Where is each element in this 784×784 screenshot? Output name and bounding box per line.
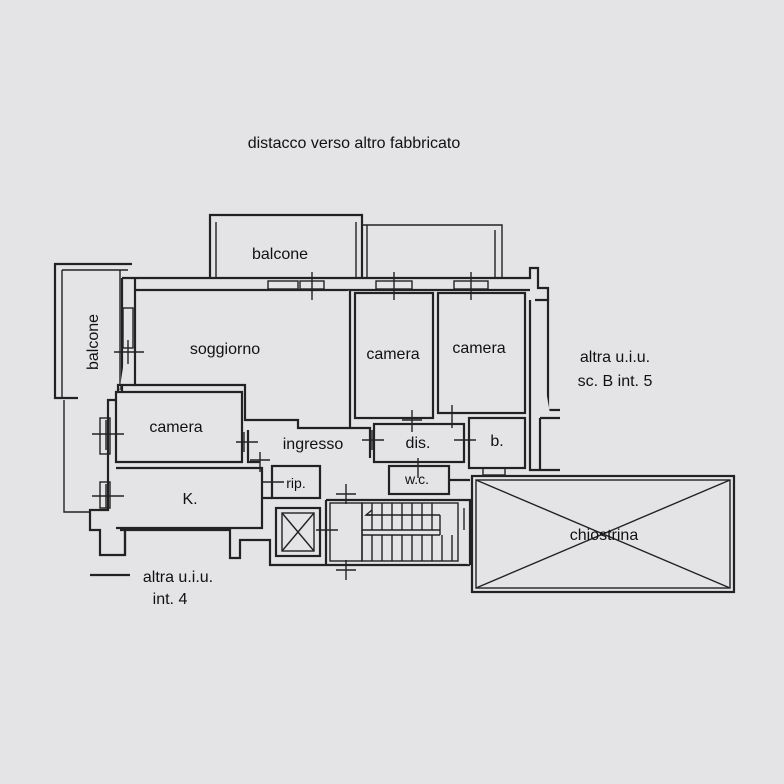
label-soggiorno: soggiorno (190, 341, 260, 358)
label-rip: rip. (286, 475, 305, 491)
label-ingresso: ingresso (283, 436, 344, 453)
room-kitchen (116, 466, 272, 530)
label-camera-2: camera (366, 346, 419, 363)
label-camera-1: camera (149, 419, 202, 436)
label-balcone-left: balcone (85, 314, 102, 370)
label-altra-bottom-2: int. 4 (153, 591, 188, 608)
label-balcone-top: balcone (252, 246, 308, 263)
windows-doors (92, 272, 506, 580)
label-kitchen: K. (182, 491, 197, 508)
room-camera-1 (114, 390, 244, 464)
balcony-top (208, 213, 503, 278)
label-camera-3: camera (452, 340, 505, 357)
label-top-note: distacco verso altro fabbricato (248, 135, 461, 152)
balcony-left (53, 262, 132, 513)
label-wc: w.c. (404, 471, 429, 487)
room-camera-3 (436, 291, 527, 415)
room-soggiorno (116, 290, 352, 430)
label-dis: dis. (406, 435, 431, 452)
label-altra-right-1: altra u.i.u. (580, 349, 650, 366)
room-bagno (467, 416, 527, 470)
courtyard-chiostrina (470, 474, 736, 594)
room-wc (387, 464, 470, 496)
elevator-shaft (274, 506, 322, 558)
label-altra-right-2: sc. B int. 5 (578, 373, 653, 390)
room-ingresso (246, 426, 372, 464)
label-bagno: b. (490, 433, 503, 450)
label-altra-bottom-1: altra u.i.u. (143, 569, 213, 586)
label-chiostrina: chiostrina (570, 527, 639, 544)
